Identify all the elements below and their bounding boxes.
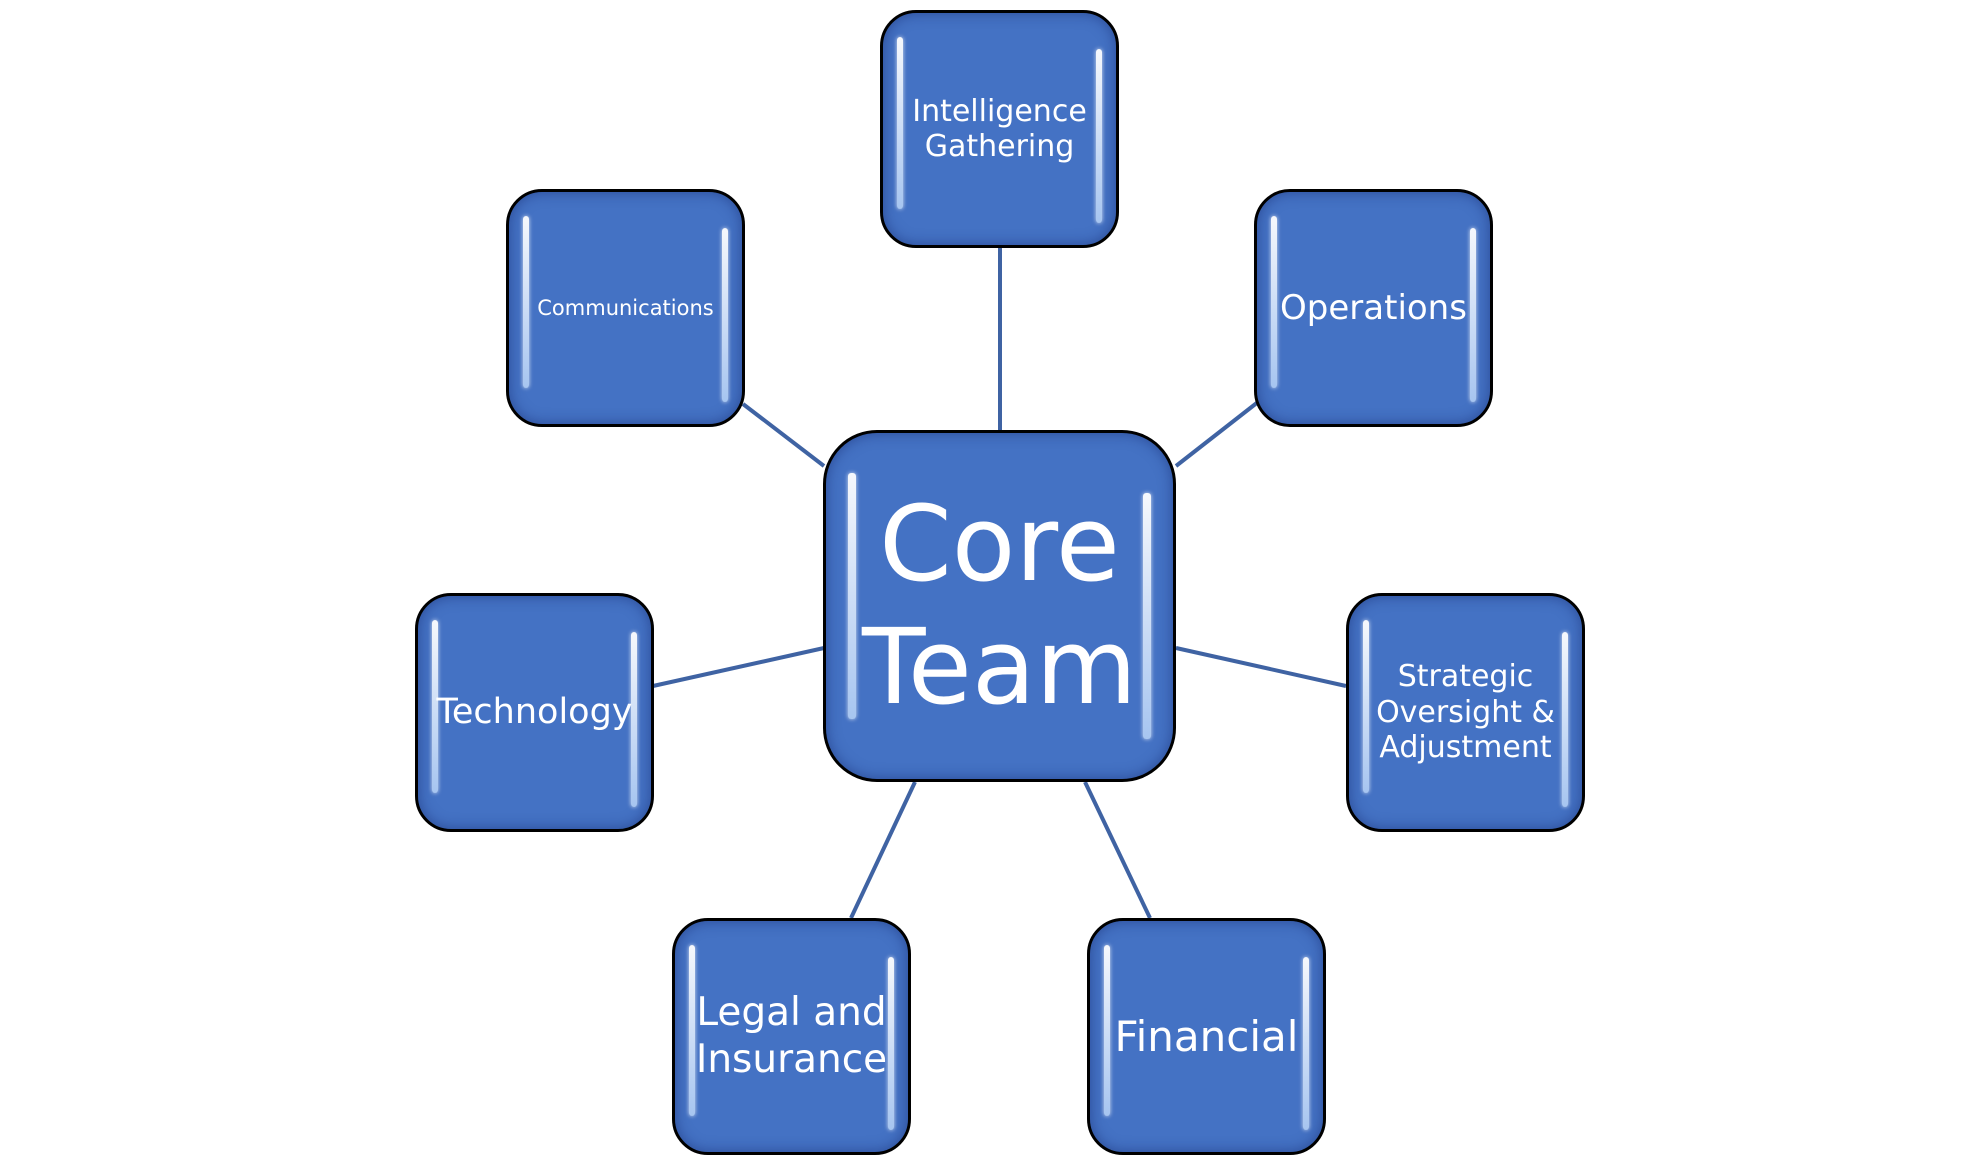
connector-strategic (1175, 646, 1347, 688)
core-team-node: Core Team (823, 430, 1176, 782)
intelligence-gathering-node: Intelligence Gathering (880, 10, 1119, 248)
strategic-oversight-node: Strategic Oversight & Adjustment (1346, 593, 1585, 832)
connector-technology (652, 646, 825, 688)
communications-label: Communications (537, 295, 714, 320)
operations-node: Operations (1254, 189, 1493, 427)
legal-insurance-label: Legal and Insurance (695, 990, 888, 1082)
communications-node: Communications (506, 189, 745, 427)
operations-label: Operations (1280, 287, 1467, 328)
connector-legal (849, 781, 917, 919)
core-team-label: Core Team (862, 483, 1137, 728)
connector-financial (1083, 781, 1152, 919)
connector-communications (741, 402, 826, 468)
connector-operations (1174, 400, 1260, 468)
financial-node: Financial (1087, 918, 1326, 1155)
intelligence-gathering-label: Intelligence Gathering (912, 93, 1087, 164)
legal-insurance-node: Legal and Insurance (672, 918, 911, 1155)
technology-node: Technology (415, 593, 654, 832)
strategic-oversight-label: Strategic Oversight & Adjustment (1376, 659, 1555, 766)
financial-label: Financial (1114, 1011, 1299, 1061)
technology-label: Technology (436, 691, 633, 732)
